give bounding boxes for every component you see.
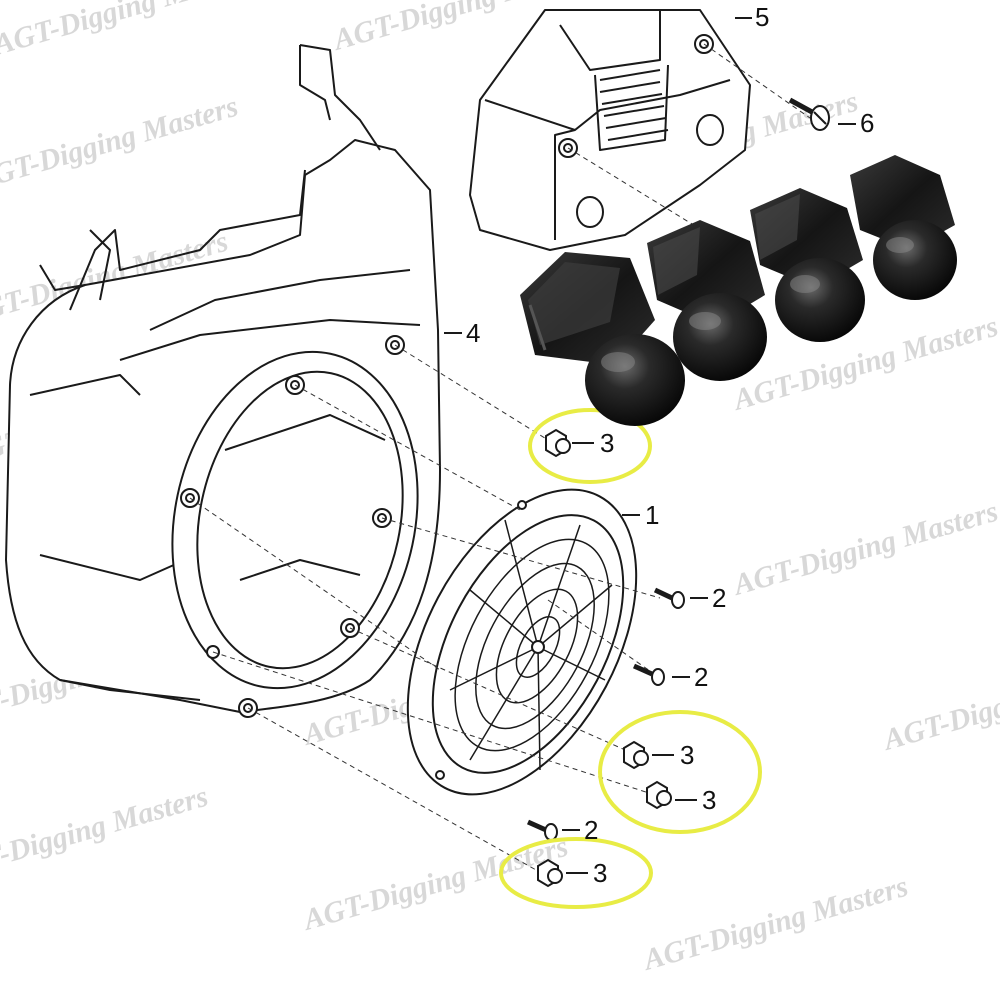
highlight-ring-middle — [598, 710, 762, 834]
blower-shroud — [5, 44, 441, 718]
callout-label-bolt-b: 2 — [694, 662, 709, 692]
highlight-ring-bottom — [499, 837, 653, 909]
callout-label-shroud: 4 — [466, 318, 481, 348]
bolt-part-2 — [653, 587, 685, 609]
acorn-nut-part-3 — [537, 858, 563, 888]
callout-label-screw: 6 — [860, 108, 875, 138]
callout-label-grille: 1 — [645, 500, 660, 530]
acorn-nut-part-3 — [623, 740, 649, 770]
upper-cover — [469, 9, 751, 251]
highlight-rings — [499, 408, 762, 909]
acorn-nut-part-3 — [646, 780, 672, 810]
callout-label-bolt-c: 2 — [584, 815, 599, 845]
callout-leaders — [444, 17, 856, 874]
callout-label-nut-mid-b: 3 — [702, 785, 717, 815]
callout-label-bolt-a: 2 — [712, 583, 727, 613]
callout-label-cover: 5 — [755, 2, 770, 32]
acorn-nuts-photo — [520, 155, 957, 426]
screen-grille — [406, 488, 638, 796]
screw-part-6 — [788, 97, 830, 131]
callout-label-nut-bottom: 3 — [593, 858, 608, 888]
assembly-leader-lines — [189, 43, 811, 876]
highlight-ring-top — [528, 408, 652, 484]
bolt-part-2 — [632, 663, 665, 686]
callout-label-nut-mid-a: 3 — [680, 740, 695, 770]
acorn-nut-part-3 — [545, 428, 571, 458]
callout-label-nut-top: 3 — [600, 428, 615, 458]
bolt-part-2 — [526, 819, 558, 841]
